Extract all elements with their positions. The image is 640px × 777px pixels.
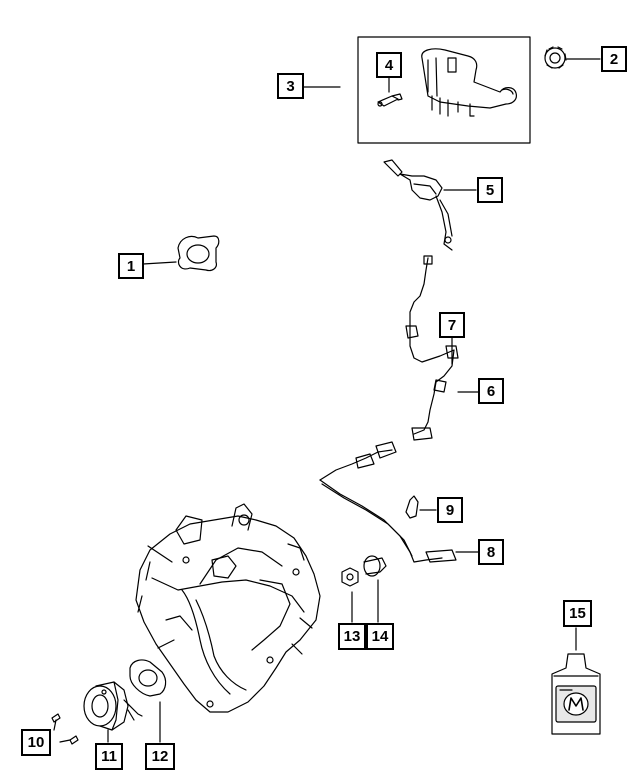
- callout-9[interactable]: 9: [437, 497, 463, 523]
- gasket: [142, 235, 220, 272]
- callout-14[interactable]: 14: [366, 623, 394, 650]
- fluid-reservoir: [421, 48, 517, 117]
- reservoir-group-frame: [357, 36, 531, 144]
- callout-7[interactable]: 7: [439, 312, 465, 338]
- callout-15[interactable]: 15: [563, 600, 592, 627]
- clutch-fluid-bottle: [551, 627, 601, 735]
- transmission: [135, 503, 321, 713]
- callout-4[interactable]: 4: [376, 52, 402, 78]
- callout-3[interactable]: 3: [277, 73, 304, 99]
- callout-1[interactable]: 1: [118, 253, 144, 279]
- callout-11[interactable]: 11: [95, 743, 123, 770]
- callout-10[interactable]: 10: [21, 729, 51, 756]
- hydraulic-clutch-line: [319, 255, 479, 563]
- callout-5[interactable]: 5: [477, 177, 503, 203]
- nut: [341, 567, 359, 623]
- callout-12[interactable]: 12: [145, 743, 175, 770]
- line-clip: [405, 495, 437, 519]
- callout-6[interactable]: 6: [478, 378, 504, 404]
- bleeder-fitting: [363, 555, 387, 623]
- reservoir-fitting: [377, 77, 403, 107]
- master-cylinder: [383, 159, 477, 251]
- callout-2[interactable]: 2: [601, 46, 627, 72]
- callout-8[interactable]: 8: [478, 539, 504, 565]
- reservoir-cap: [544, 46, 601, 69]
- slave-cylinder: [83, 681, 143, 743]
- bolts: [51, 713, 79, 745]
- bell-housing-gasket: [129, 659, 167, 743]
- callout-13[interactable]: 13: [338, 623, 366, 650]
